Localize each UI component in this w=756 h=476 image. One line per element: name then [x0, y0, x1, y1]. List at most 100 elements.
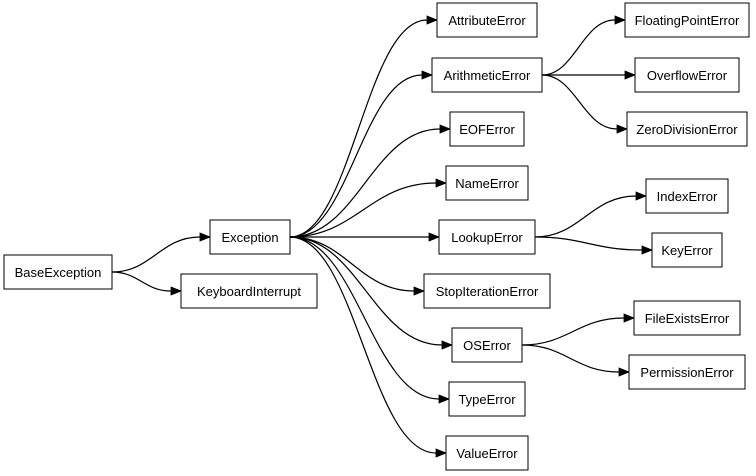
node-base: BaseException — [3, 254, 113, 290]
arrowhead-icon — [421, 70, 434, 80]
node-box — [624, 2, 750, 38]
node-label: ZeroDivisionError — [636, 122, 738, 137]
node-label: LookupError — [451, 230, 523, 245]
node-box — [431, 57, 543, 93]
node-zerodiv: ZeroDivisionError — [626, 111, 748, 147]
edge-lookup-to-index — [534, 191, 648, 238]
node-floating: FloatingPointError — [624, 2, 750, 38]
node-box — [449, 111, 525, 147]
node-index: IndexError — [645, 178, 729, 214]
node-box — [633, 300, 741, 336]
node-fileexists: FileExistsError — [633, 300, 741, 336]
edge-line — [534, 195, 637, 238]
node-stopiter: StopIterationError — [423, 273, 551, 309]
node-label: KeyError — [661, 243, 713, 258]
node-key: KeyError — [651, 232, 723, 268]
node-oserror: OSError — [451, 327, 523, 363]
edges-layer — [111, 15, 654, 458]
node-name: NameError — [445, 165, 529, 201]
edge-line — [289, 74, 423, 238]
node-box — [436, 2, 538, 38]
edge-line — [541, 19, 616, 76]
edge-exception-to-name — [289, 178, 448, 238]
edge-line — [111, 271, 172, 292]
edge-oserror-to-permission — [521, 344, 631, 377]
arrowhead-icon — [614, 15, 627, 25]
edge-line — [521, 317, 625, 346]
arrowhead-icon — [199, 232, 212, 242]
arrowhead-icon — [413, 286, 426, 296]
node-attribute: AttributeError — [436, 2, 538, 38]
edge-line — [534, 236, 643, 251]
arrowhead-icon — [624, 70, 637, 80]
node-label: AttributeError — [448, 13, 526, 28]
node-box — [423, 273, 551, 309]
node-permission: PermissionError — [628, 354, 746, 390]
arrowhead-icon — [616, 124, 629, 134]
node-label: KeyboardInterrupt — [197, 284, 301, 299]
edge-exception-to-arithmetic — [289, 70, 434, 238]
node-box — [180, 273, 318, 309]
node-label: StopIterationError — [436, 284, 539, 299]
node-label: ArithmeticError — [444, 68, 531, 83]
node-label: FloatingPointError — [635, 13, 740, 28]
node-box — [3, 254, 113, 290]
node-label: Exception — [221, 230, 278, 245]
node-box — [451, 327, 523, 363]
node-box — [209, 219, 291, 255]
node-label: BaseException — [15, 265, 102, 280]
arrowhead-icon — [435, 178, 448, 188]
node-label: ValueError — [456, 446, 518, 461]
node-box — [651, 232, 723, 268]
node-eof: EOFError — [449, 111, 525, 147]
node-exception: Exception — [209, 219, 291, 255]
edge-lookup-to-key — [534, 236, 654, 255]
node-label: EOFError — [459, 122, 515, 137]
node-box — [445, 435, 529, 471]
arrowhead-icon — [428, 232, 441, 242]
edge-line — [289, 19, 428, 238]
arrowhead-icon — [623, 313, 636, 323]
arrowhead-icon — [618, 367, 631, 377]
node-box — [634, 57, 740, 93]
node-label: PermissionError — [640, 365, 734, 380]
edge-line — [521, 344, 620, 373]
node-label: IndexError — [657, 189, 718, 204]
edge-line — [289, 236, 440, 400]
node-box — [438, 219, 536, 255]
arrowhead-icon — [435, 448, 448, 458]
node-valueerr: ValueError — [445, 435, 529, 471]
node-box — [628, 354, 746, 390]
edge-arithmetic-to-overflow — [541, 70, 637, 80]
edge-line — [111, 236, 201, 273]
node-label: NameError — [455, 176, 519, 191]
node-box — [645, 178, 729, 214]
node-label: OverflowError — [647, 68, 728, 83]
node-box — [448, 381, 526, 417]
node-label: TypeError — [458, 392, 516, 407]
node-arithmetic: ArithmeticError — [431, 57, 543, 93]
edge-exception-to-lookup — [290, 232, 441, 242]
edge-base-to-exception — [111, 232, 212, 273]
edge-line — [541, 74, 618, 130]
arrowhead-icon — [426, 15, 439, 25]
edge-exception-to-typeerr — [289, 236, 451, 404]
edge-exception-to-attribute — [289, 15, 439, 238]
edge-line — [289, 236, 437, 454]
node-label: FileExistsError — [645, 311, 730, 326]
arrowhead-icon — [641, 245, 654, 255]
arrowhead-icon — [439, 124, 452, 134]
edge-oserror-to-fileexists — [521, 313, 636, 346]
node-lookup: LookupError — [438, 219, 536, 255]
edge-exception-to-oserror — [289, 236, 454, 350]
node-typeerr: TypeError — [448, 381, 526, 417]
edge-line — [289, 128, 441, 238]
node-keyboard: KeyboardInterrupt — [180, 273, 318, 309]
arrowhead-icon — [441, 340, 454, 350]
arrowhead-icon — [635, 191, 648, 201]
node-label: OSError — [463, 338, 511, 353]
edge-line — [289, 236, 443, 346]
